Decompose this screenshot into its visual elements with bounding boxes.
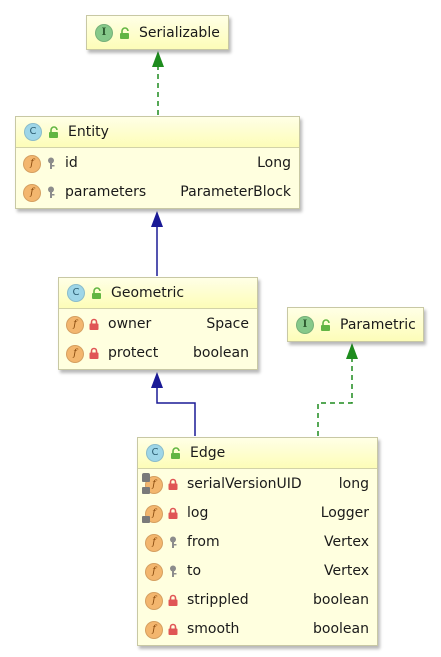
- parametric-interface-node[interactable]: I Parametric: [287, 307, 424, 342]
- field-icon: f: [23, 154, 41, 173]
- field-row[interactable]: f serialVersionUID long: [138, 469, 377, 498]
- private-visibility-icon: [167, 507, 179, 519]
- node-title: Geometric: [111, 285, 185, 301]
- field-row[interactable]: f smooth boolean: [138, 614, 377, 643]
- field-kind-badge: f: [145, 591, 163, 610]
- field-name: from: [187, 533, 220, 550]
- package-visibility-icon: [167, 536, 179, 548]
- arrowhead-icon: [346, 343, 358, 359]
- field-kind-badge: f: [66, 344, 84, 363]
- interface-icon: I: [296, 315, 314, 334]
- node-title: Entity: [68, 124, 109, 140]
- field-type: boolean: [313, 591, 369, 608]
- final-modifier-icon: [142, 486, 150, 494]
- geometric-class-node[interactable]: C Geometric f owner Space f protect boolean: [58, 277, 258, 370]
- field-icon: f: [145, 591, 163, 610]
- field-type: Space: [206, 315, 249, 332]
- field-row[interactable]: f strippled boolean: [138, 585, 377, 614]
- parametric-header[interactable]: I Parametric: [288, 308, 423, 341]
- private-visibility-icon: [167, 478, 179, 490]
- node-title: Parametric: [340, 316, 416, 333]
- serializable-interface-node[interactable]: I Serializable: [86, 15, 229, 50]
- final-modifier-icon: [142, 515, 150, 523]
- field-type: Vertex: [323, 533, 369, 550]
- edge-header[interactable]: C Edge: [138, 438, 377, 469]
- arrowhead-icon: [152, 51, 164, 67]
- package-visibility-icon: [45, 157, 57, 169]
- field-row[interactable]: f to Vertex: [138, 556, 377, 585]
- field-row[interactable]: f id Long: [16, 148, 299, 177]
- private-visibility-icon: [88, 347, 100, 359]
- private-visibility-icon: [88, 318, 100, 330]
- field-kind-badge: f: [145, 562, 163, 581]
- geometric-header[interactable]: C Geometric: [59, 278, 257, 309]
- class-icon: C: [67, 284, 85, 302]
- field-row[interactable]: f from Vertex: [138, 527, 377, 556]
- field-icon: f: [145, 620, 163, 639]
- field-icon: f: [142, 504, 163, 523]
- class-icon: C: [146, 444, 164, 462]
- field-row[interactable]: f protect boolean: [59, 338, 257, 367]
- arrowhead-icon: [151, 211, 163, 227]
- field-name: log: [187, 504, 209, 521]
- field-row[interactable]: f parameters ParameterBlock: [16, 177, 299, 206]
- field-icon: f: [142, 472, 163, 494]
- private-visibility-icon: [167, 623, 179, 635]
- static-modifier-icon: [142, 472, 150, 482]
- field-kind-badge: f: [145, 620, 163, 639]
- field-icon: f: [145, 562, 163, 581]
- field-type: Logger: [320, 504, 369, 521]
- field-name: strippled: [187, 591, 249, 608]
- field-kind-badge: f: [145, 533, 163, 552]
- private-visibility-icon: [167, 594, 179, 606]
- entity-header[interactable]: C Entity: [16, 117, 299, 148]
- public-visibility-icon: [48, 126, 60, 138]
- public-visibility-icon: [91, 287, 103, 299]
- field-type: boolean: [193, 344, 249, 361]
- class-icon: C: [24, 123, 42, 141]
- node-title: Serializable: [139, 24, 220, 41]
- field-row[interactable]: f owner Space: [59, 309, 257, 338]
- field-type: Vertex: [323, 562, 369, 579]
- field-kind-badge: f: [23, 183, 41, 202]
- inheritance-edge-edge-to-geometric[interactable]: [156, 388, 196, 436]
- entity-fields: f id Long f parameters ParameterBlock: [16, 148, 299, 206]
- entity-class-node[interactable]: C Entity f id Long f parameters ParameterBloc…: [15, 116, 300, 209]
- field-row[interactable]: f log Logger: [138, 498, 377, 527]
- field-icon: f: [145, 533, 163, 552]
- field-kind-badge: f: [23, 154, 41, 173]
- geometric-fields: f owner Space f protect boolean: [59, 309, 257, 367]
- node-title: Edge: [190, 445, 226, 461]
- field-name: owner: [108, 315, 152, 332]
- arrowhead-icon: [151, 372, 163, 388]
- package-visibility-icon: [45, 186, 57, 198]
- field-icon: f: [66, 315, 84, 334]
- field-type: ParameterBlock: [180, 183, 291, 200]
- public-visibility-icon: [119, 26, 131, 39]
- public-visibility-icon: [320, 318, 332, 331]
- field-name: to: [187, 562, 202, 579]
- field-type: Long: [257, 154, 291, 171]
- serializable-header[interactable]: I Serializable: [87, 16, 228, 49]
- interface-icon: I: [95, 23, 113, 42]
- field-icon: f: [66, 344, 84, 363]
- field-kind-badge: f: [66, 315, 84, 334]
- field-name: protect: [108, 344, 159, 361]
- field-type: boolean: [313, 620, 369, 637]
- field-name: parameters: [65, 183, 147, 200]
- field-name: serialVersionUID: [187, 475, 302, 492]
- field-name: id: [65, 154, 78, 171]
- field-name: smooth: [187, 620, 240, 637]
- package-visibility-icon: [167, 565, 179, 577]
- realization-edge-edge-to-parametric[interactable]: [317, 359, 353, 436]
- field-icon: f: [23, 183, 41, 202]
- public-visibility-icon: [170, 447, 182, 459]
- field-type: long: [338, 475, 369, 492]
